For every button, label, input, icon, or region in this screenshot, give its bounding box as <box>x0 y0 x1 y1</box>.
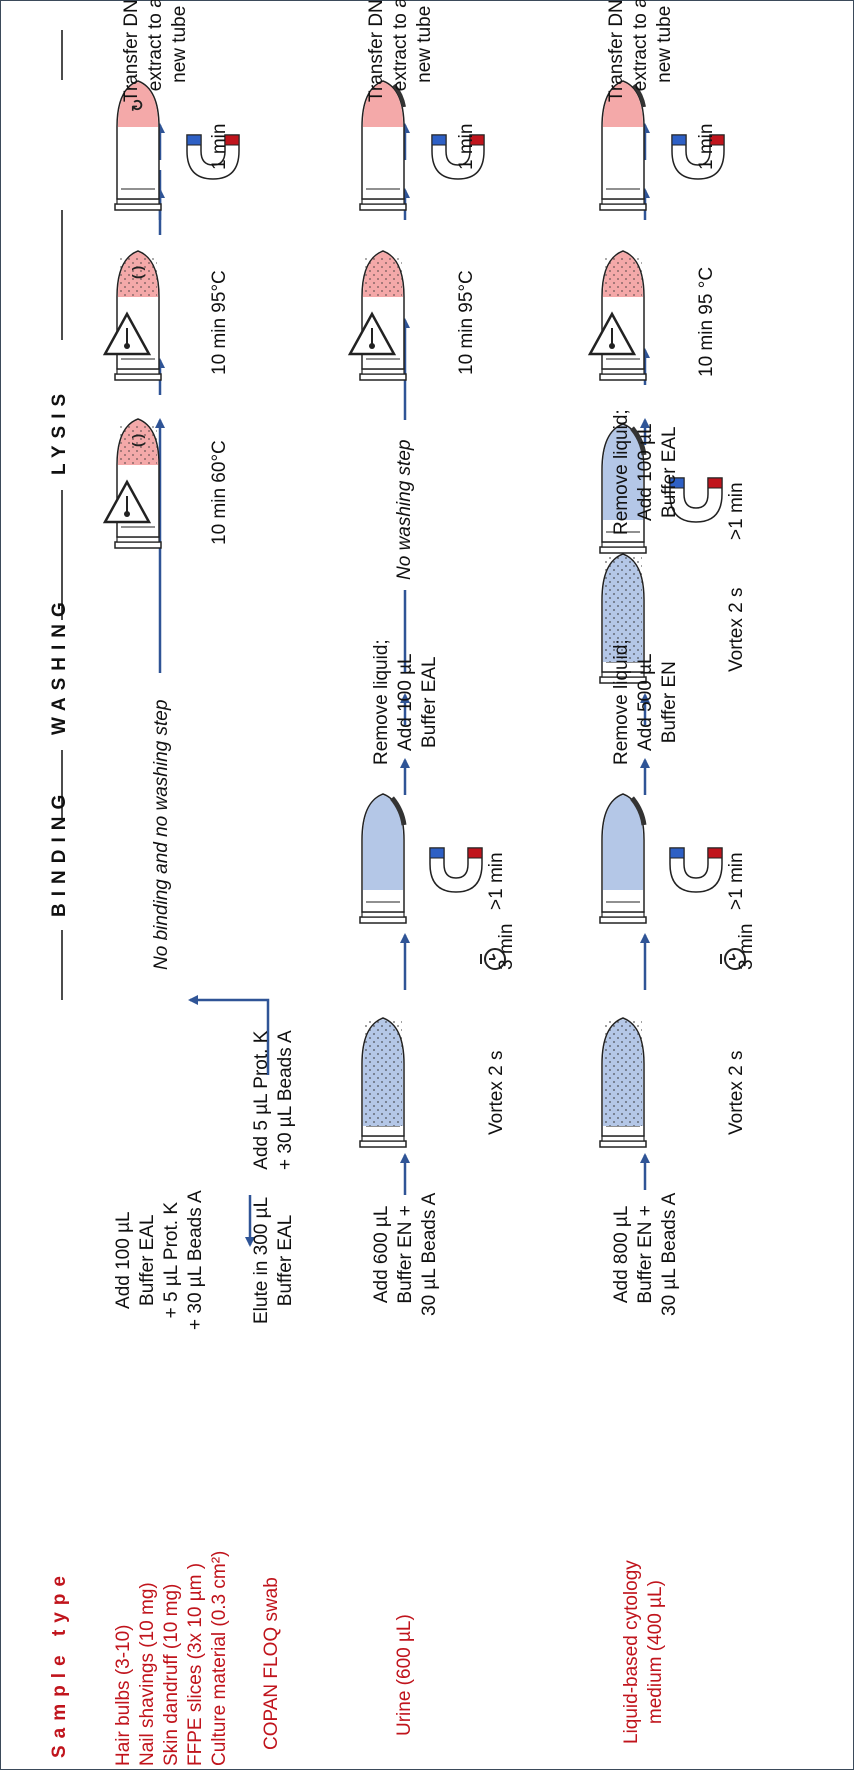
step-line: 30 µL Beads A <box>419 1192 440 1316</box>
step-line: Buffer EN + <box>635 1205 656 1304</box>
sample-list: Hair bulbs (3-10) Nail shavings (10 mg) … <box>112 1550 232 1767</box>
step-line: Transfer DNA <box>121 0 142 102</box>
step-line: + 30 µL Beads A <box>185 1190 206 1330</box>
step-line: Add 100 µL <box>635 423 656 521</box>
step-line: Buffer EAL <box>275 1214 296 1307</box>
sample-lbc-line1: Liquid-based cytology <box>621 1560 642 1744</box>
step-line: Remove liquid; <box>611 639 632 765</box>
transfer-r4: Transfer DNA extract to a new tube <box>605 0 677 102</box>
label-60c: 10 min 60°C <box>209 440 230 545</box>
step-r3-add: Add 600 µL Buffer EN + 30 µL Beads A <box>370 1193 442 1316</box>
step-line: Add 600 µL <box>371 1205 392 1304</box>
sample-skin: Skin dandruff (10 mg) <box>161 1583 182 1766</box>
label-gt1min-r4: >1 min <box>726 852 747 910</box>
tube-icon <box>599 793 647 924</box>
label-3min-r3: 3 min <box>496 923 517 970</box>
step-line: Transfer DNA <box>366 0 387 102</box>
sample-hair: Hair bulbs (3-10) <box>113 1624 134 1767</box>
step-line: Buffer EAL <box>419 656 440 748</box>
transfer-r1: Transfer DNA extract to a new tube <box>120 0 192 102</box>
tube-icon: ( ) <box>114 418 162 549</box>
step-line: extract to a <box>630 0 651 92</box>
sample-lbc-line2: medium (400 µL) <box>645 1580 666 1725</box>
label-gt1min-r3: >1 min <box>486 852 507 910</box>
step-line: new tube <box>654 5 675 83</box>
tube-icon: ( ) <box>114 250 162 381</box>
label-1min: 1 min <box>209 123 230 170</box>
tube-icon <box>359 80 407 211</box>
step-line: Transfer DNA <box>606 0 627 102</box>
label-1min-r3: 1 min <box>456 123 477 170</box>
step-r1-add: Add 100 µL Buffer EAL + 5 µL Prot. K + 3… <box>112 1190 208 1330</box>
tube-icon <box>599 80 647 211</box>
note-no-washing: No washing step <box>394 439 415 580</box>
svg-text:( ): ( ) <box>129 266 145 279</box>
step-r4-add: Add 800 µL Buffer EN + 30 µL Beads A <box>610 1193 682 1316</box>
note-no-binding: No binding and no washing step <box>151 699 172 970</box>
label-95c-r3: 10 min 95°C <box>456 270 477 375</box>
sample-nail: Nail shavings (10 mg) <box>137 1582 158 1766</box>
svg-text:( ): ( ) <box>129 434 145 447</box>
step-line: Buffer EAL <box>137 1214 158 1306</box>
svg-text:↻: ↻ <box>130 99 147 112</box>
magnet-icon <box>669 847 723 893</box>
step-r4-remove2: Remove liquid; Add 100 µL Buffer EAL <box>610 409 682 535</box>
step-r3-remove: Remove liquid; Add 100 µL Buffer EAL <box>370 639 442 765</box>
step-line: Buffer EN <box>659 661 680 744</box>
tube-icon <box>359 250 407 381</box>
step-line: Add 5 µL Prot. K <box>251 1030 272 1170</box>
tube-icon <box>599 1017 647 1148</box>
label-1min-r4: 1 min <box>696 123 717 170</box>
step-line: Add 100 µL <box>113 1211 134 1309</box>
step-line: Buffer EN + <box>395 1205 416 1304</box>
sample-culture: Culture material (0.3 cm²) <box>209 1550 230 1766</box>
label-gt1min-r4b: >1 min <box>726 482 747 540</box>
label-95c-r4: 10 min 95 °C <box>696 266 717 377</box>
header-binding: BINDING <box>49 787 70 917</box>
step-line: Add 800 µL <box>611 1205 632 1304</box>
header-washing: WASHING <box>49 595 70 735</box>
transfer-r3: Transfer DNA extract to a new tube <box>365 0 437 102</box>
sample-copan: COPAN FLOQ swab <box>261 1577 282 1750</box>
step-r2-add: Add 5 µL Prot. K + 30 µL Beads A <box>250 1030 298 1170</box>
step-line: + 30 µL Beads A <box>275 1030 296 1170</box>
header-lysis: LYSIS <box>49 386 70 475</box>
step-line: new tube <box>169 5 190 83</box>
step-line: Remove liquid; <box>611 409 632 535</box>
step-line: Buffer EAL <box>659 426 680 518</box>
step-line: + 5 µL Prot. K <box>161 1201 182 1319</box>
step-line: Add 100 µL <box>395 653 416 751</box>
label-vortex-r4: Vortex 2 s <box>726 1050 747 1136</box>
sample-urine: Urine (600 µL) <box>394 1614 415 1736</box>
step-r4-remove1: Remove liquid; Add 500 µL Buffer EN <box>610 639 682 765</box>
tube-icon <box>599 250 647 381</box>
label-vortex-r4b: Vortex 2 s <box>726 587 747 673</box>
tube-icon <box>359 1017 407 1148</box>
step-line: Elute in 300 µL <box>251 1196 272 1324</box>
header-sample-type: Sample type <box>49 1569 70 1758</box>
label-vortex-r3: Vortex 2 s <box>486 1050 507 1136</box>
step-line: extract to a <box>145 0 166 92</box>
magnet-icon <box>429 847 483 893</box>
step-line: Add 500 µL <box>635 653 656 751</box>
label-3min-r4: 3 min <box>736 923 757 970</box>
tube-icon <box>599 553 647 684</box>
tube-icon <box>359 793 407 924</box>
tube-icon: ↻ <box>114 80 162 211</box>
sample-lbc: Liquid-based cytology medium (400 µL) <box>620 1560 668 1744</box>
sample-ffpe: FFPE slices (3x 10 µm ) <box>185 1562 206 1766</box>
tube-icon <box>599 423 647 554</box>
step-r2-elute: Elute in 300 µL Buffer EAL <box>250 1197 298 1324</box>
arrow <box>188 995 270 1075</box>
step-line: Remove liquid; <box>371 639 392 765</box>
label-95c: 10 min 95°C <box>209 270 230 375</box>
step-line: 30 µL Beads A <box>659 1192 680 1316</box>
step-line: extract to a <box>390 0 411 92</box>
step-line: new tube <box>414 5 435 83</box>
